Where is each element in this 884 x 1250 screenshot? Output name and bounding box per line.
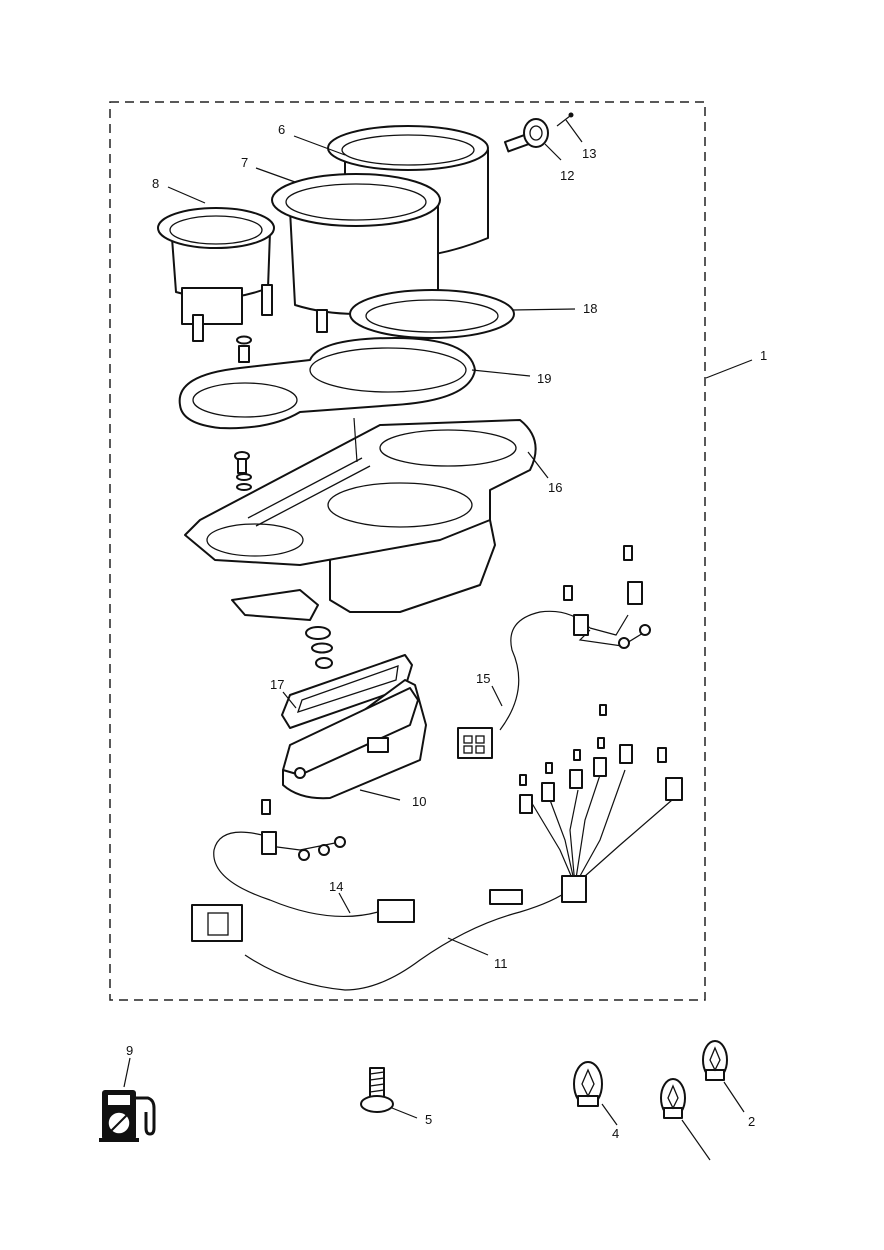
harness-15	[457, 545, 651, 759]
callout-12: 12	[560, 168, 574, 183]
gauge-8	[157, 207, 275, 342]
callout-9: 9	[126, 1043, 133, 1058]
callout-8: 8	[152, 176, 159, 191]
screw-5	[360, 1067, 394, 1113]
callout-18: 18	[583, 301, 597, 316]
harness-14	[213, 799, 415, 923]
callout-19: 19	[537, 371, 551, 386]
gauge-screw	[236, 335, 252, 363]
warning-housing-10	[282, 679, 427, 800]
bulb-4	[573, 1061, 603, 1107]
callout-13: 13	[582, 146, 596, 161]
callout-15: 15	[476, 671, 490, 686]
cover-19	[178, 337, 476, 430]
pin-13	[556, 112, 574, 127]
mounting-rubbers	[305, 626, 333, 669]
callout-5: 5	[425, 1112, 432, 1127]
bulb-3	[660, 1078, 686, 1119]
drive-adapter-12	[503, 118, 549, 153]
bracket-bolt	[234, 451, 252, 491]
bracket-16	[184, 417, 537, 621]
callout-6: 6	[278, 122, 285, 137]
callout-10: 10	[412, 794, 426, 809]
fuel-pump-icon	[99, 1090, 156, 1142]
callout-1: 1	[760, 348, 767, 363]
leader-lines	[123, 119, 753, 1161]
gasket-18	[349, 289, 515, 339]
assembly-boundary	[109, 101, 706, 1001]
callout-4: 4	[612, 1126, 619, 1141]
callout-17: 17	[270, 677, 284, 692]
callout-11: 11	[494, 956, 508, 971]
callout-7: 7	[241, 155, 248, 170]
bulb-2	[702, 1040, 728, 1081]
callout-2: 2	[748, 1114, 755, 1129]
callout-14: 14	[329, 879, 343, 894]
callout-16: 16	[548, 480, 562, 495]
harness-11	[191, 704, 683, 991]
lens-17	[281, 654, 413, 729]
